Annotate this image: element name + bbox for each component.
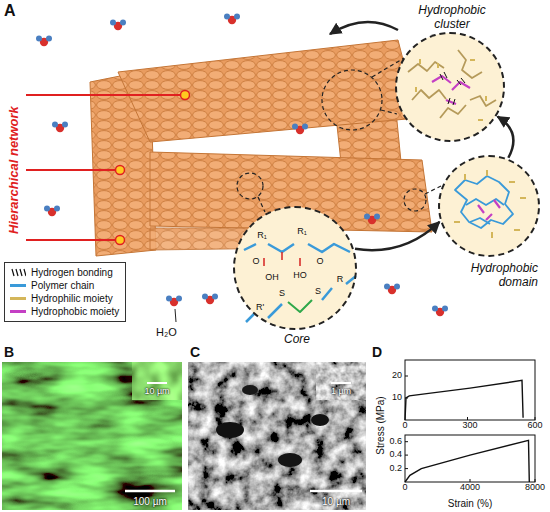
node-label: Hydrophobic domain: [468, 262, 538, 290]
text-label: S: [315, 287, 321, 297]
text-label: 600: [527, 421, 542, 431]
text-label: 0.4: [389, 450, 402, 460]
legend-row: Polymer chain: [10, 279, 119, 292]
text-label: O: [252, 257, 259, 267]
zoom-circle: Core: [233, 206, 357, 330]
text-label: 0: [402, 421, 407, 431]
panel-letter: C: [190, 345, 200, 360]
fluorescence-image: [2, 362, 182, 510]
zoom-arrow: [355, 222, 439, 250]
text-label: 300: [462, 421, 477, 431]
legend-box: Hydrogen bondingPolymer chainHydrophilic…: [4, 262, 126, 322]
text-label: 10: [392, 393, 402, 403]
text-label: Strain (%): [448, 498, 492, 509]
sem-image: [188, 362, 366, 510]
panel-letter: A: [4, 2, 16, 20]
panel-letter: B: [4, 345, 14, 360]
text-label: 0.2: [389, 464, 402, 474]
legend-swatch: [10, 310, 26, 313]
domain-fill: [439, 156, 539, 256]
legend-row: Hydrophobic moiety: [10, 305, 119, 318]
rotated-label: Stress (MPa): [375, 396, 386, 454]
legend-row: Hydrophilic moiety: [10, 292, 119, 305]
return-arrow: [330, 22, 398, 34]
text-label: H₂O: [156, 326, 177, 338]
text-label: R₁: [297, 227, 307, 237]
text-label: 10 µm: [144, 387, 169, 397]
text-label: 20: [392, 371, 402, 381]
zoom-arrow: [498, 117, 514, 158]
legend-swatch: [10, 284, 26, 287]
text-label: 10 µm: [322, 496, 350, 507]
text-label: 0.6: [389, 437, 402, 447]
legend-text: Hydrophobic moiety: [31, 306, 119, 317]
zoom-circle: Hydrophobic domain: [438, 155, 540, 257]
text-label: 0: [402, 483, 407, 493]
text-label: R: [337, 275, 344, 285]
legend-row: Hydrogen bonding: [10, 266, 119, 279]
text-label: O: [316, 257, 323, 267]
text-label: OH: [265, 273, 279, 283]
domain-chains: [454, 170, 526, 238]
text-label: R₁: [257, 231, 267, 241]
text-label: 1 µm: [331, 387, 351, 397]
node-label: Core: [284, 333, 310, 347]
core-fill: [234, 207, 356, 329]
text-label: 4000: [460, 483, 480, 493]
node-label: Hydrophobic cluster: [402, 4, 502, 32]
legend-text: Hydrogen bonding: [31, 267, 113, 278]
text-label: S: [279, 289, 285, 299]
text-label: 100 µm: [133, 496, 167, 507]
cluster-chains: [408, 50, 496, 120]
text-label: 8000: [525, 483, 545, 493]
panel-letter: D: [372, 345, 382, 360]
pointer-lines: [26, 91, 190, 245]
legend-swatch: [10, 297, 26, 300]
cluster-fill: [396, 33, 504, 141]
text-label: R': [256, 303, 264, 313]
legend-text: Polymer chain: [31, 280, 94, 291]
rotated-label: Hierarchical network: [7, 106, 21, 234]
text-label: HO: [293, 271, 307, 281]
hatch-sample: [10, 268, 26, 277]
legend-text: Hydrophilic moiety: [31, 293, 113, 304]
core-chemistry: [244, 244, 356, 322]
stress-strain-chart: [405, 360, 535, 482]
zoom-circle: Hydrophobic cluster: [395, 32, 505, 142]
